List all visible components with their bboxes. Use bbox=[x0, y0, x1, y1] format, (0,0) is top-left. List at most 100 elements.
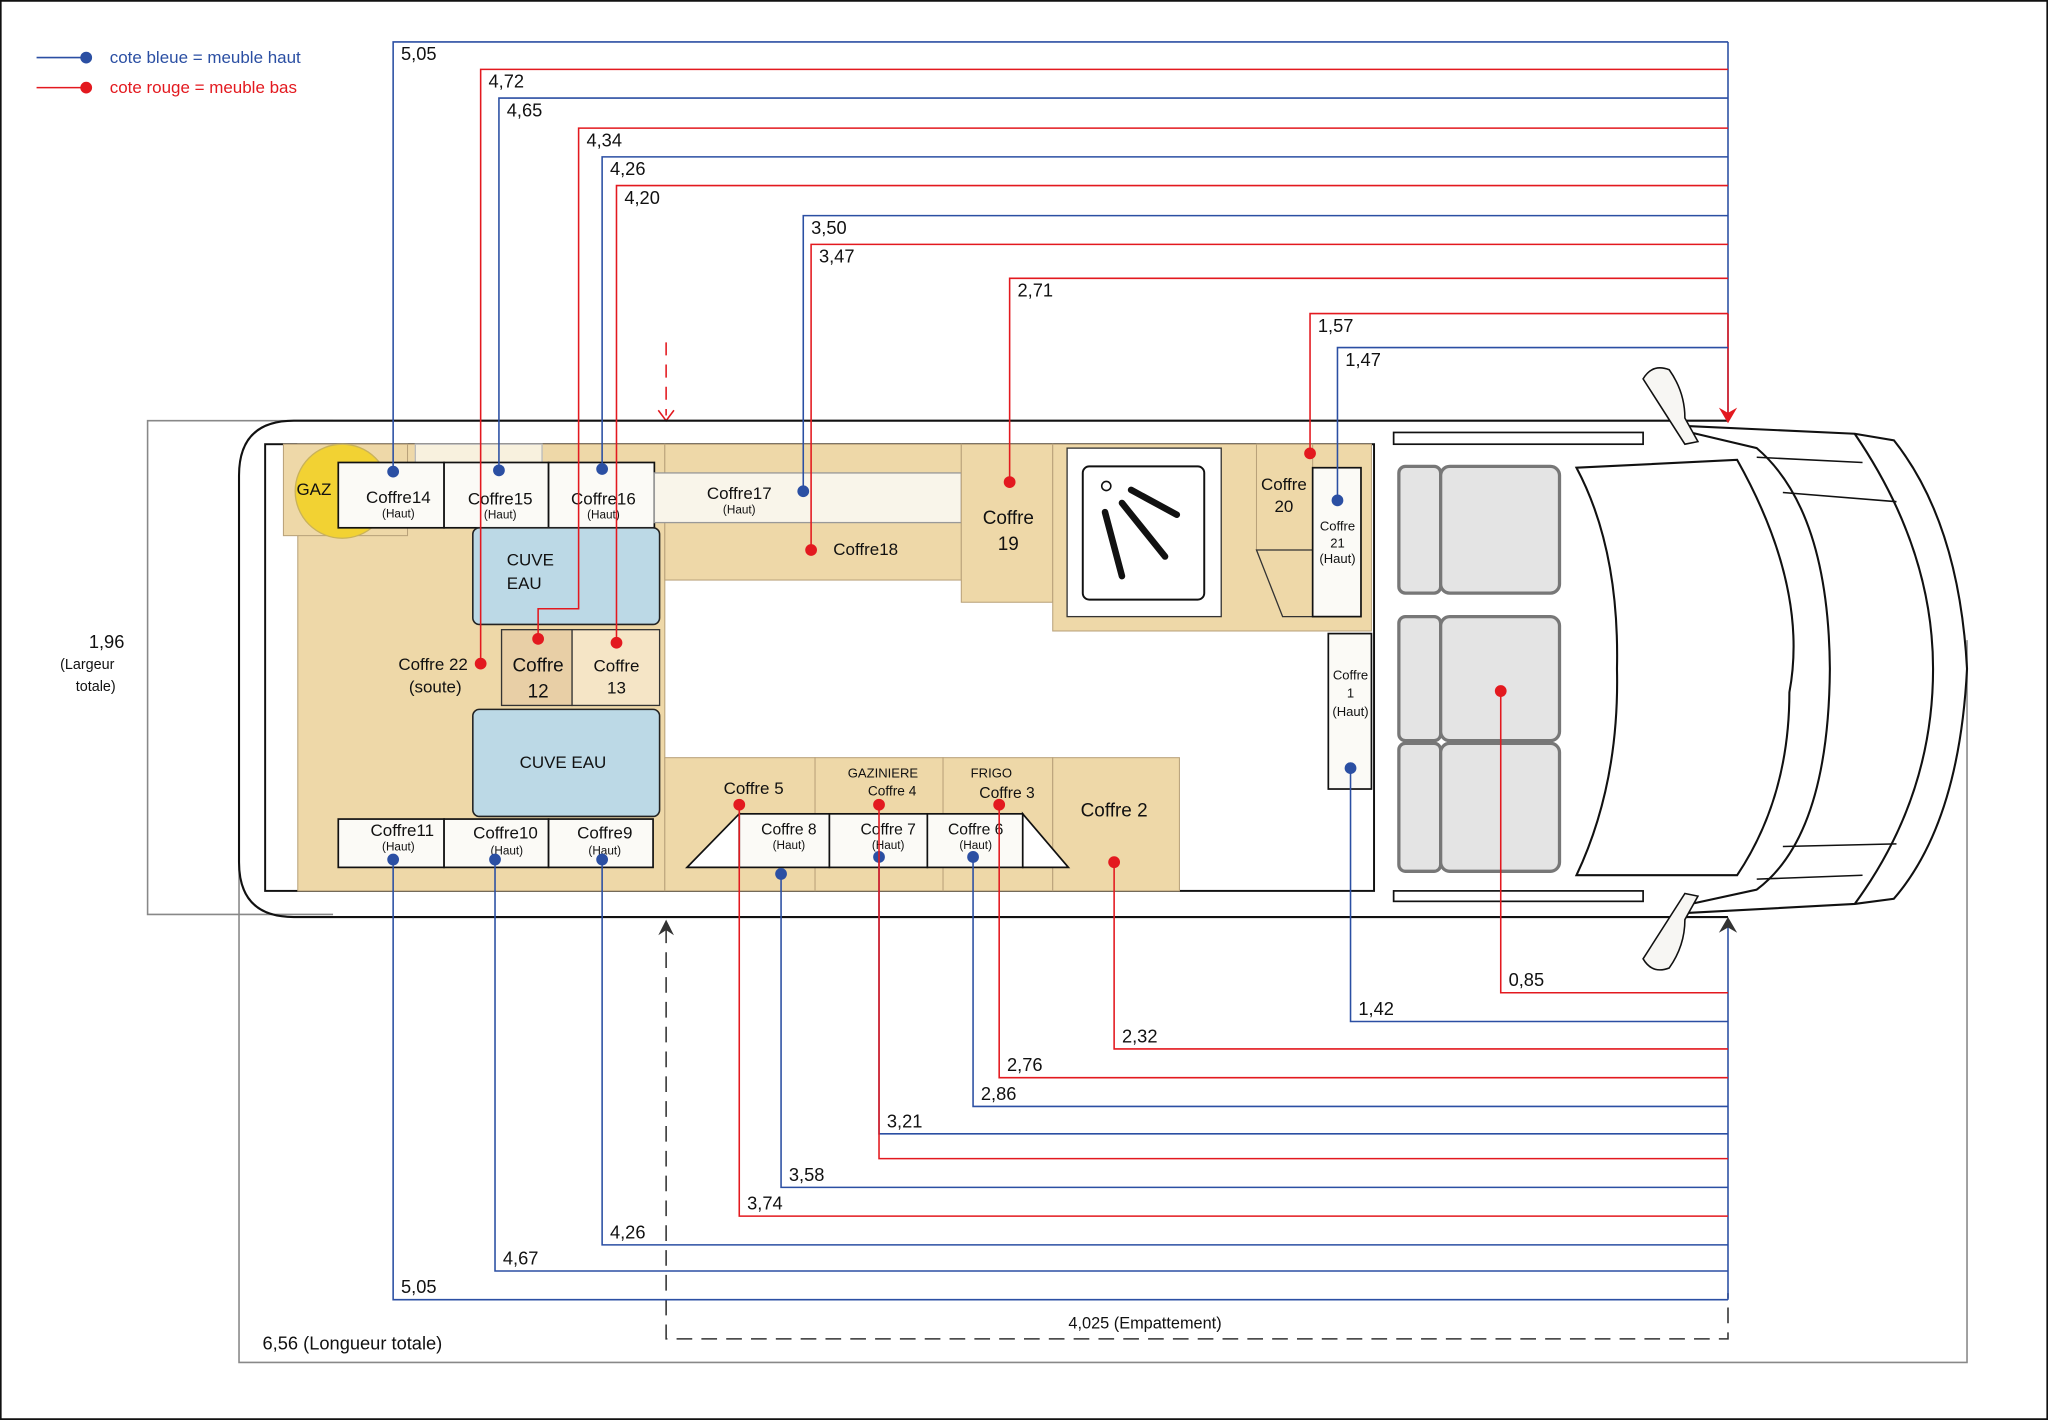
dim-dot bbox=[805, 544, 817, 556]
coffre-21[interactable] bbox=[1311, 466, 1362, 618]
coffre8-label: Coffre 8 bbox=[761, 822, 817, 839]
coffre12-label-2: 12 bbox=[528, 682, 549, 703]
coffre21-haut: (Haut) bbox=[1319, 551, 1355, 566]
dim-value-bottom: 5,05 bbox=[401, 1276, 437, 1297]
dim-dot bbox=[596, 463, 608, 475]
dim-dot bbox=[797, 485, 810, 498]
seat-armrest bbox=[1397, 614, 1443, 743]
water-tank-top bbox=[472, 527, 661, 626]
dim-dot bbox=[610, 636, 623, 649]
coffre16-label: Coffre16 bbox=[571, 489, 636, 508]
dim-dot bbox=[493, 464, 505, 477]
dim-line-top bbox=[601, 156, 1728, 470]
dim-dot bbox=[1003, 476, 1016, 488]
coffre16-haut: (Haut) bbox=[587, 509, 620, 522]
coffre1-label-2: 1 bbox=[1347, 686, 1354, 701]
coffre10-label: Coffre10 bbox=[473, 824, 538, 843]
coffre17-haut: (Haut) bbox=[723, 503, 756, 516]
dim-value-top: 3,47 bbox=[819, 246, 855, 267]
dim-value-bottom: 0,85 bbox=[1509, 969, 1545, 990]
dim-dot bbox=[532, 632, 544, 645]
gaz-label: GAZ bbox=[296, 480, 331, 499]
wheelbase-arrow-icon bbox=[658, 919, 674, 936]
dim-line-bottom bbox=[738, 804, 1728, 1217]
coffre-20[interactable] bbox=[1255, 443, 1314, 551]
legend-red-text: cote rouge = meuble bas bbox=[110, 78, 297, 97]
coffre-19[interactable] bbox=[960, 443, 1054, 603]
mirror-right bbox=[1642, 892, 1700, 971]
dim-value-top: 2,71 bbox=[1017, 280, 1053, 301]
coffre9-haut: (Haut) bbox=[588, 844, 621, 857]
dim-value-top: 4,26 bbox=[610, 158, 646, 179]
coffre9-label: Coffre9 bbox=[577, 824, 632, 843]
mirror-left bbox=[1642, 367, 1700, 446]
coffre17-label: Coffre17 bbox=[707, 484, 772, 503]
dim-line-top bbox=[1309, 312, 1728, 454]
van-body bbox=[237, 419, 1728, 919]
coffre3-label: Coffre 3 bbox=[979, 785, 1035, 802]
dim-dot bbox=[1344, 762, 1357, 774]
dim-value-bottom: 3,74 bbox=[747, 1193, 783, 1214]
frigo-label: FRIGO bbox=[971, 765, 1012, 780]
coffre15-label: Coffre15 bbox=[468, 489, 533, 508]
coffre20-label-1: Coffre bbox=[1261, 475, 1307, 494]
dim-line-bottom bbox=[998, 804, 1728, 1079]
cuve-bottom-label: CUVE EAU bbox=[520, 753, 607, 772]
dim-dot bbox=[1304, 447, 1316, 460]
dim-value-top: 3,50 bbox=[811, 217, 847, 238]
dim-value-bottom: 2,86 bbox=[981, 1083, 1017, 1104]
dim-line-top bbox=[1008, 277, 1728, 483]
coffre-2[interactable] bbox=[1052, 757, 1180, 892]
dim-line-top bbox=[802, 214, 1728, 492]
cuve-top-label-1: CUVE bbox=[507, 551, 554, 570]
coffre22-label: Coffre 22 bbox=[398, 655, 468, 674]
dim-value-top: 4,72 bbox=[488, 71, 524, 92]
dim-dot bbox=[474, 657, 487, 670]
width-guide bbox=[146, 419, 334, 916]
coffre6-haut: (Haut) bbox=[959, 839, 992, 852]
dim-dot bbox=[387, 853, 400, 866]
dim-dot bbox=[873, 798, 885, 811]
coffre15-haut: (Haut) bbox=[484, 509, 517, 522]
dashboard bbox=[1684, 430, 1831, 907]
legend-blue-text: cote bleue = meuble haut bbox=[110, 48, 301, 67]
dim-value-bottom: 4,67 bbox=[503, 1247, 539, 1268]
dim-value-bottom: 2,76 bbox=[1007, 1054, 1043, 1075]
dim-line-top bbox=[810, 243, 1728, 550]
coffre7-label: Coffre 7 bbox=[860, 822, 915, 839]
water-tank-bottom bbox=[472, 708, 661, 818]
legend: cote bleue = meuble haut cote rouge = me… bbox=[36, 48, 301, 97]
dim-line-top bbox=[537, 127, 1728, 639]
coffre6-label: Coffre 6 bbox=[948, 822, 1004, 839]
width-label-1: (Largeur bbox=[60, 657, 114, 673]
dim-line-bottom bbox=[601, 859, 1728, 1246]
coffre1-haut: (Haut) bbox=[1332, 704, 1368, 719]
coffre19-label-2: 19 bbox=[998, 534, 1019, 555]
dim-value-bottom: 3,21 bbox=[887, 1110, 923, 1131]
coffre-17[interactable] bbox=[653, 472, 962, 524]
dimension-lines: 5,054,724,654,344,264,203,503,472,711,57… bbox=[387, 41, 1738, 1301]
gaziniere-label: GAZINIERE bbox=[848, 765, 919, 780]
dim-dot bbox=[733, 798, 746, 811]
dim-value-bottom: 4,26 bbox=[610, 1221, 646, 1242]
shower-drain-icon bbox=[1100, 480, 1181, 580]
dim-dot bbox=[1331, 494, 1344, 507]
coffre21-label-2: 21 bbox=[1330, 535, 1345, 550]
dim-line-bottom bbox=[1499, 691, 1728, 994]
dim-value-bottom: 3,58 bbox=[789, 1164, 825, 1185]
front-arrow-icon bbox=[1718, 407, 1738, 424]
dim-dot bbox=[993, 798, 1006, 811]
dim-line-bottom bbox=[1113, 862, 1728, 1050]
wheelbase-line bbox=[665, 927, 1729, 1340]
coffre7-haut: (Haut) bbox=[872, 839, 905, 852]
dim-line-bottom bbox=[494, 859, 1728, 1272]
length-guide bbox=[238, 640, 1968, 1364]
dim-line-bottom bbox=[1349, 768, 1728, 1023]
wheelbase-label: 4,025 (Empattement) bbox=[1068, 1314, 1221, 1332]
hood-line bbox=[1853, 433, 1935, 905]
hood bbox=[1684, 424, 1969, 915]
legend-red-dot bbox=[80, 81, 93, 94]
coffre13-label-2: 13 bbox=[607, 679, 626, 698]
coffre-8[interactable] bbox=[738, 812, 831, 869]
dim-value-top: 4,65 bbox=[507, 99, 543, 120]
